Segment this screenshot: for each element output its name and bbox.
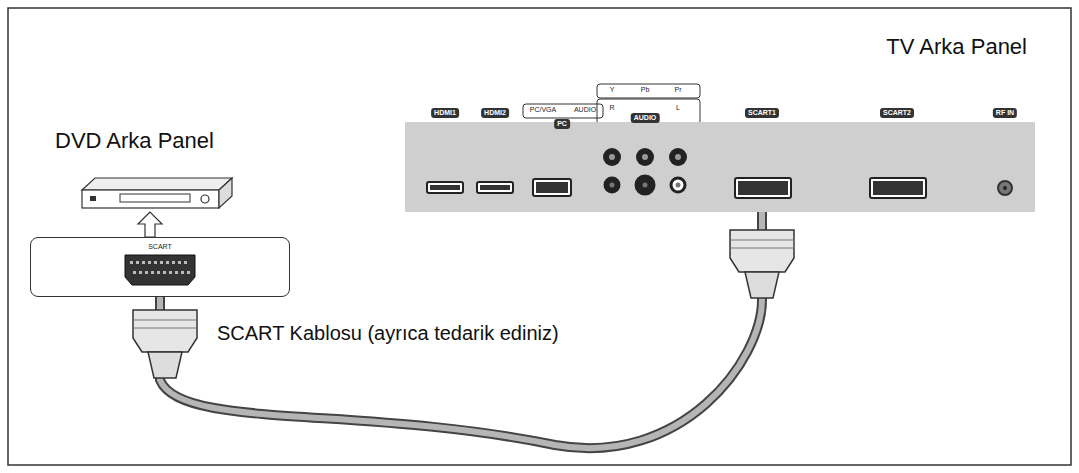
group-label: PC [554,119,570,129]
port-label: L [676,104,680,112]
port-label: PC/VGA [530,106,556,114]
port-label: Pr [675,86,682,94]
port-label: R [609,104,614,112]
port-label: Y [610,86,615,94]
frame [8,8,1071,465]
scart-plug-dvd [133,310,197,378]
panel-ports [405,122,1035,212]
port-label: SCART2 [880,108,914,118]
scart-plug-tv [730,230,794,298]
port-label: AUDIO [574,106,596,114]
label-outlines [523,84,700,124]
port-label: SCART1 [745,108,779,118]
port-label: Pb [641,86,650,94]
cable-label: SCART Kablosu (ayrıca tedarik ediniz) [215,322,561,345]
port-label: HDMI2 [481,108,509,118]
hollow-arrow [138,212,162,237]
scart-inset-box: SCART [30,237,290,297]
device-title: DVD Arka Panel [55,128,214,154]
group-label: AUDIO [631,113,660,123]
port-label: RF IN [993,108,1017,118]
port-label: HDMI1 [431,108,459,118]
connector-name: SCART [148,243,172,251]
panel-title: TV Arka Panel [886,34,1027,60]
tv-back-panel: TV Arka Panel [405,122,1035,212]
dvd-player [82,178,232,208]
